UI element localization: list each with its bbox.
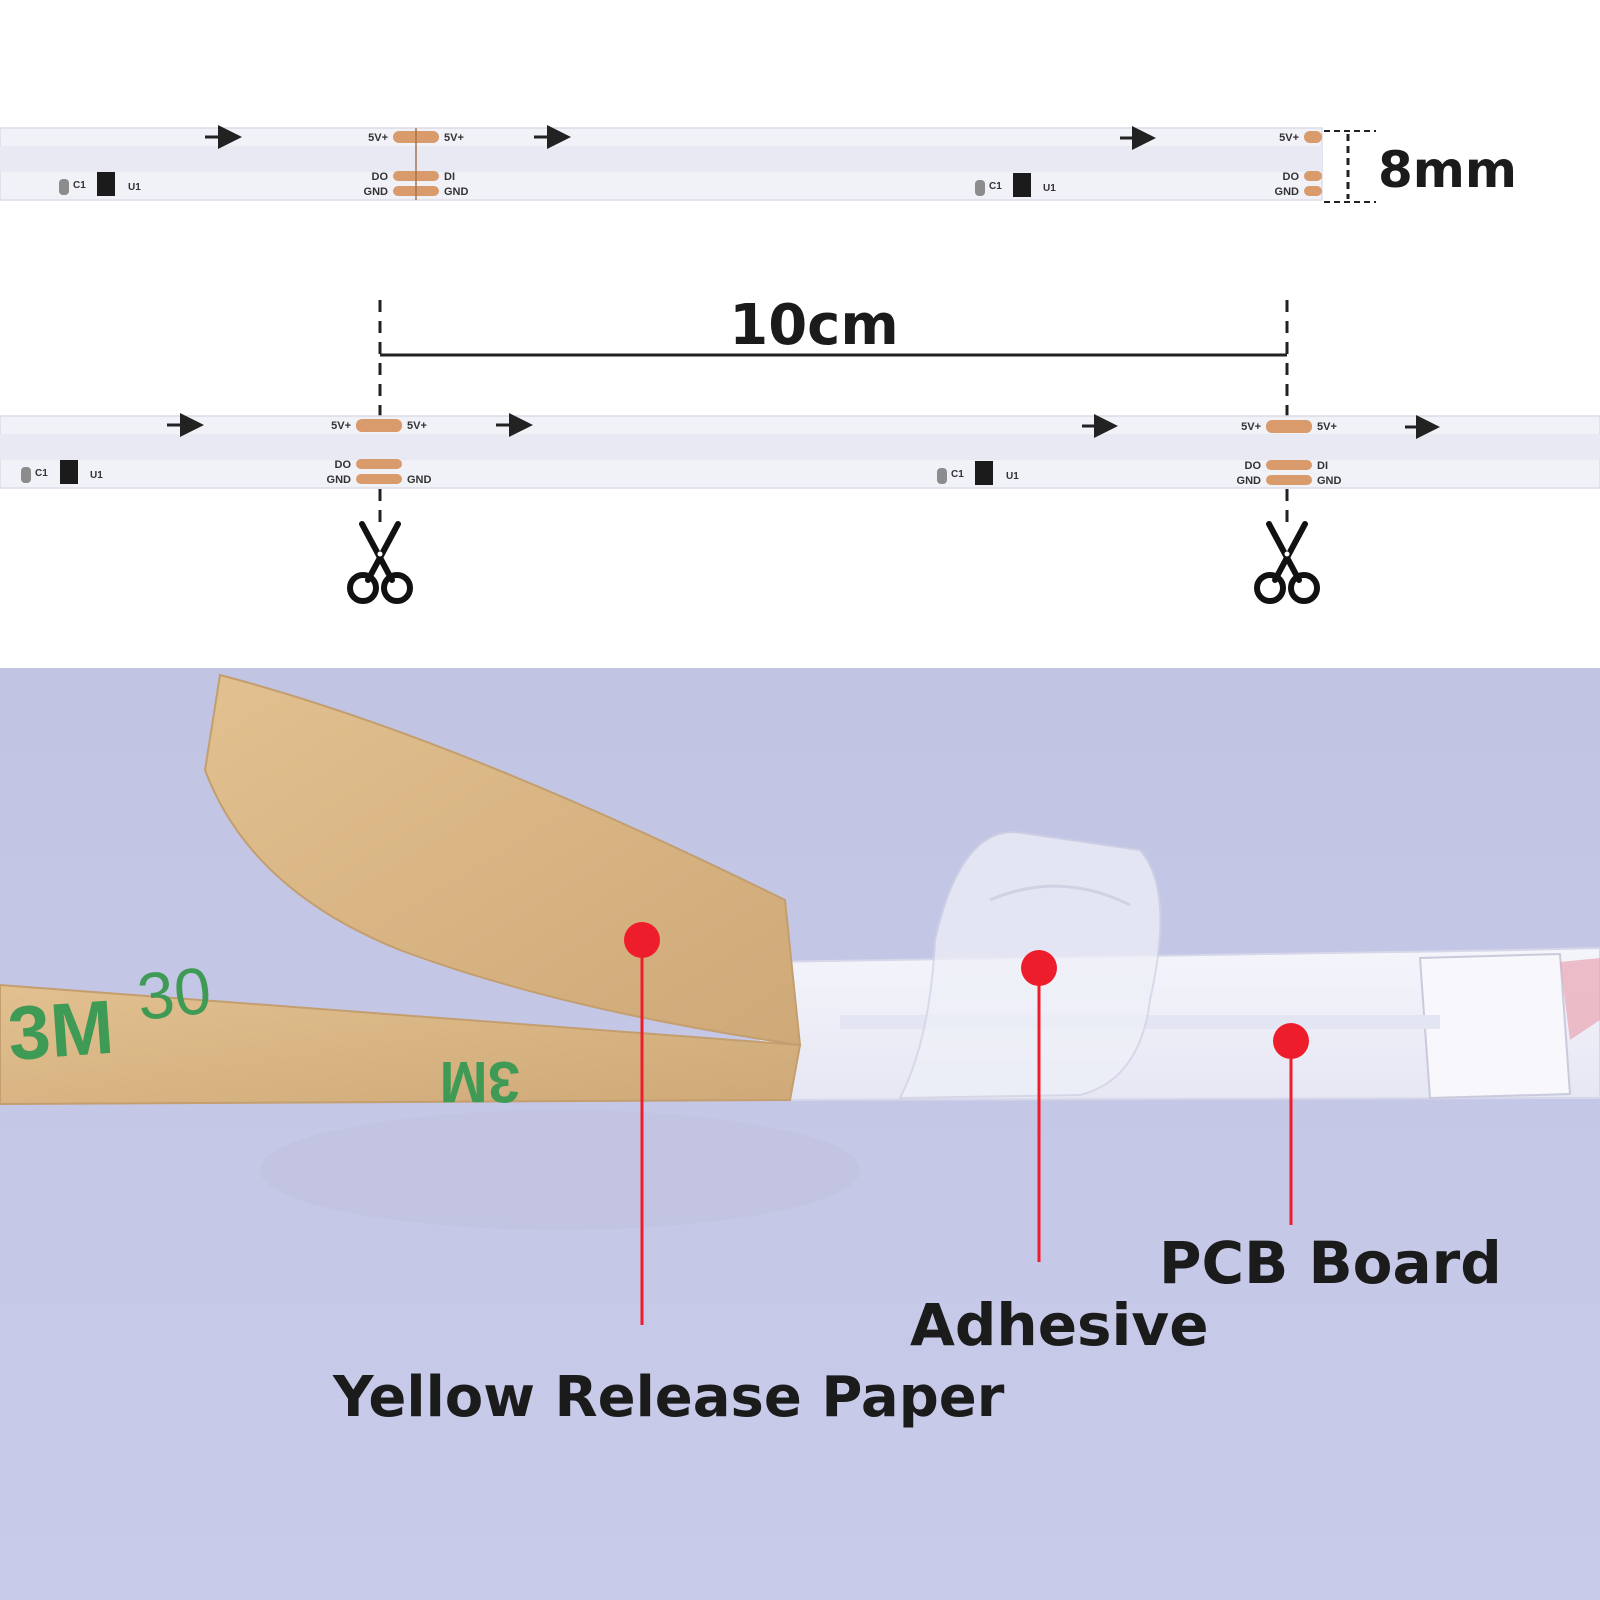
solder-pads-cut-right: 5V+ 5V+ DO DI GND GND (1237, 420, 1342, 487)
component-label-u1: U1 (128, 182, 141, 193)
layer-photo: 3M 30 3M PCB Board Adhesive Yellow Relea… (0, 668, 1600, 1600)
pcb-end-cap (1418, 952, 1572, 1100)
cut-length-label: 10cm (729, 293, 898, 358)
pad-data (356, 459, 402, 469)
pad-label-5v-right: 5V+ (1317, 421, 1337, 433)
marker-pcb (1273, 1023, 1309, 1225)
scissors-icon (1254, 521, 1320, 604)
led-strip-cut: 5V+ 5V+ DO GND GND 5V+ 5V+ DO DI GND GND… (0, 413, 1600, 489)
chip-icon (975, 461, 993, 485)
tape-print-brand: 3M (5, 985, 116, 1077)
pad-gnd (1304, 186, 1322, 196)
solder-pads-top-end: 5V+ DO GND (1275, 131, 1322, 198)
width-dimension: 8mm (1324, 130, 1517, 203)
component-label-c1: C1 (989, 181, 1002, 192)
pad-label-5v-left: 5V+ (331, 420, 351, 432)
pad-label-5v-right: 5V+ (444, 132, 464, 144)
pad-label-di: DI (444, 171, 455, 183)
component-label-u1: U1 (1006, 471, 1019, 482)
ic-component-cut-2: C1 U1 (937, 461, 1019, 485)
label-pcb-board: PCB Board (1159, 1229, 1502, 1297)
marker-adhesive (1021, 950, 1057, 1262)
marker-release-paper (624, 922, 660, 1325)
pad-label-do: DO (335, 459, 352, 471)
chip-icon (60, 460, 78, 484)
pad-label-gnd-right: GND (444, 186, 469, 198)
ic-component-top-2: C1 U1 (975, 173, 1056, 197)
pad-label-gnd-right: GND (1317, 475, 1342, 487)
pad-data (1304, 171, 1322, 181)
width-label: 8mm (1378, 141, 1517, 199)
cut-length-dimension: 10cm (378, 293, 1289, 530)
pad-label-do-end: DO (1283, 171, 1300, 183)
chip-icon (97, 172, 115, 196)
component-label-c1: C1 (35, 468, 48, 479)
pad-label-5v-right: 5V+ (407, 420, 427, 432)
pad-5v (1304, 131, 1322, 143)
pad-5v (356, 419, 402, 432)
pad-label-do: DO (1245, 460, 1262, 472)
shadow (260, 1110, 860, 1230)
component-label-u1: U1 (90, 470, 103, 481)
pad-label-di: DI (1317, 460, 1328, 472)
solder-pads-top-1: 5V+ 5V+ DO DI GND GND (364, 128, 469, 200)
pad-label-gnd-left: GND (364, 186, 389, 198)
release-paper-lower (0, 983, 802, 1106)
solder-pads-cut-left: 5V+ 5V+ DO GND GND (327, 419, 432, 486)
label-release-paper: Yellow Release Paper (332, 1365, 1005, 1430)
pad-label-5v-left: 5V+ (368, 132, 388, 144)
component-label-c1: C1 (73, 180, 86, 191)
scissors-icon (347, 521, 413, 604)
pad-5v (1266, 420, 1312, 433)
pad-gnd (1266, 475, 1312, 485)
pad-label-do: DO (372, 171, 389, 183)
pad-label-5v-end: 5V+ (1279, 132, 1299, 144)
led-strip-top: 5V+ 5V+ DO DI GND GND 5V+ DO GND C1 U1 C… (0, 125, 1517, 203)
pad-gnd (356, 474, 402, 484)
strip-top-channel (0, 146, 1322, 172)
capacitor-icon (937, 468, 947, 484)
capacitor-icon (59, 179, 69, 195)
ic-component-cut-1: C1 U1 (21, 460, 103, 484)
pad-label-5v-left: 5V+ (1241, 421, 1261, 433)
pad-label-gnd-right: GND (407, 474, 432, 486)
component-label-c1: C1 (951, 469, 964, 480)
wire-end (1560, 958, 1600, 1040)
tape-print-code: 30 (134, 953, 215, 1034)
pad-label-gnd-left: GND (1237, 475, 1262, 487)
label-adhesive: Adhesive (910, 1291, 1209, 1359)
tape-print-mirrored: 3M (439, 1049, 520, 1114)
pad-label-gnd-end: GND (1275, 186, 1300, 198)
component-label-u1: U1 (1043, 183, 1056, 194)
strip-cut-channel (0, 434, 1600, 460)
ic-component-top-1: C1 U1 (59, 172, 141, 196)
pad-data (1266, 460, 1312, 470)
adhesive-highlight (989, 884, 1131, 907)
chip-icon (1013, 173, 1031, 197)
capacitor-icon (21, 467, 31, 483)
pad-label-gnd-left: GND (327, 474, 352, 486)
capacitor-icon (975, 180, 985, 196)
